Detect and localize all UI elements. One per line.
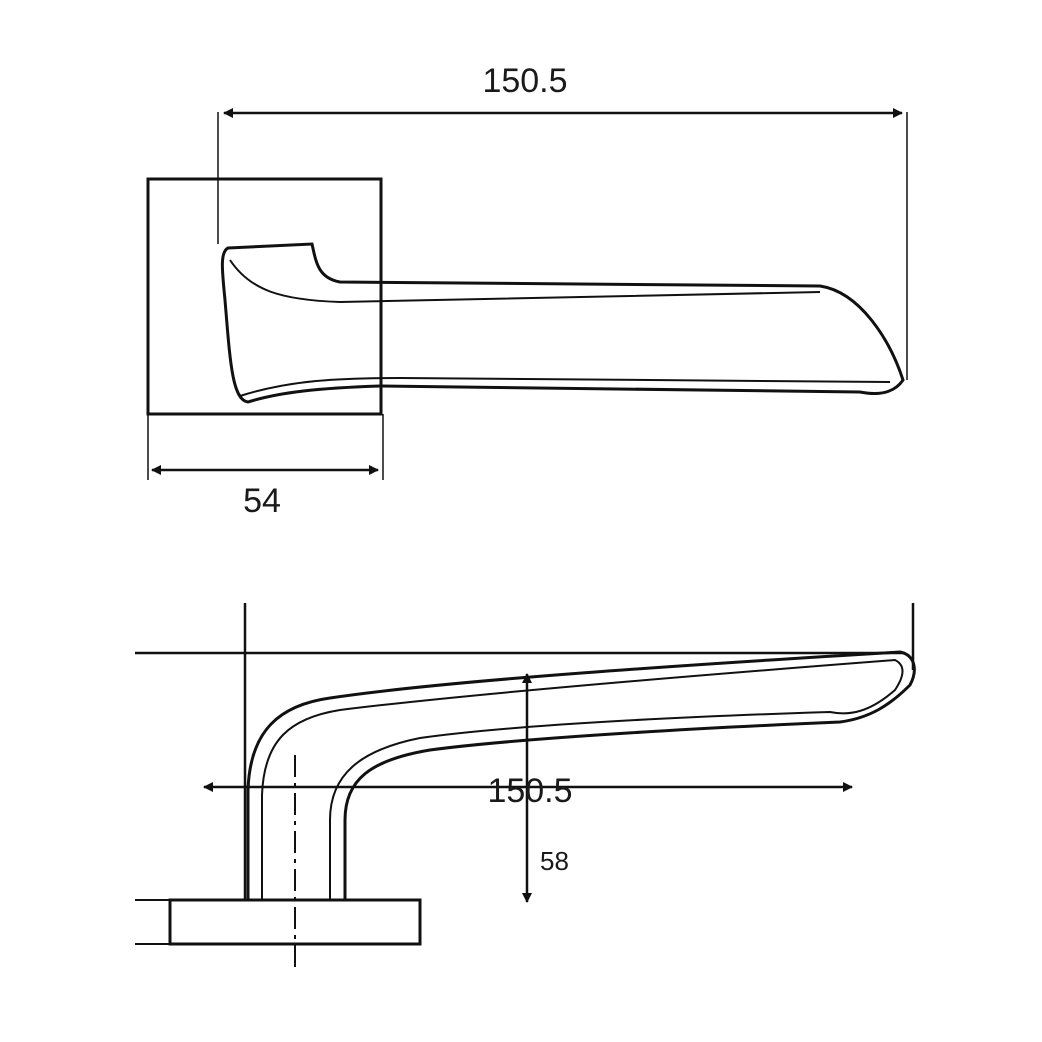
- side-length-label: 150.5: [487, 772, 572, 810]
- rose-width-label: 54: [243, 482, 281, 520]
- height-label: 58: [540, 846, 569, 876]
- lever-edge: [239, 376, 891, 397]
- side-view: [135, 603, 916, 972]
- lever-outline: [246, 650, 916, 900]
- length-label: 150.5: [482, 62, 567, 100]
- top-view: [146, 108, 908, 480]
- lever-edge: [229, 259, 821, 304]
- rose-base: [168, 898, 422, 946]
- lever-outline: [220, 242, 905, 404]
- lever-edge: [261, 658, 904, 900]
- square-rose: [146, 177, 383, 416]
